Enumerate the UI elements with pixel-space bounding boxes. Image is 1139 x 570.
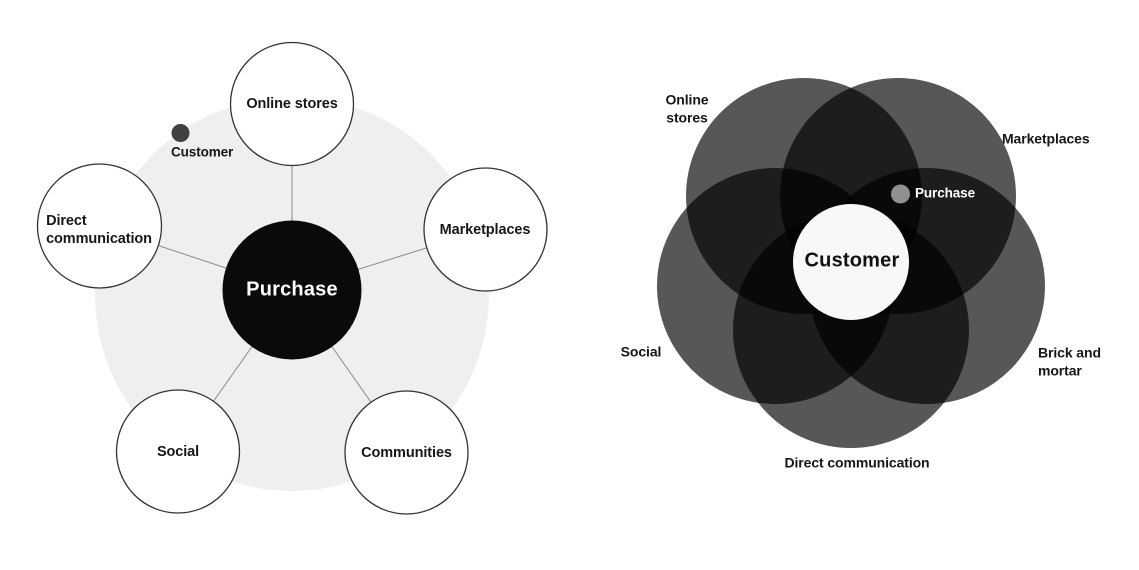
purchase-label: Purchase — [915, 186, 975, 203]
channel-label-direct-communication: Direct communication — [784, 454, 929, 472]
customer-label: Customer — [171, 145, 233, 162]
purchase-dot — [891, 184, 910, 204]
hub-circle — [222, 220, 362, 360]
node-circle-direct-communication — [36, 163, 163, 289]
customer-center-label: Customer — [805, 249, 900, 274]
node-label-communities: Communities — [361, 443, 452, 461]
label-line: Social — [620, 343, 662, 360]
label-line: Customer — [804, 249, 900, 272]
customer-circle — [793, 204, 909, 320]
label-line: Brick and — [1038, 344, 1101, 361]
label-line: stores — [666, 109, 708, 125]
node-circle-social — [115, 389, 241, 514]
omnichannel-diagram — [657, 78, 1045, 448]
node-label-social: Social — [157, 443, 199, 461]
multichannel-diagram — [36, 41, 548, 515]
customer-dot — [171, 124, 190, 142]
node-label-online-stores: Online stores — [246, 95, 337, 113]
label-line: Social — [156, 443, 200, 460]
node-circle-online-stores — [229, 41, 355, 167]
label-line: communication — [46, 231, 152, 247]
label-line: Direct communication — [784, 454, 930, 471]
channel-label-online-stores: Online stores — [666, 92, 709, 127]
label-line: Online — [665, 91, 709, 108]
label-line: Marketplaces — [439, 221, 531, 238]
label-line: Purchase — [915, 185, 975, 201]
label-line: Marketplaces — [1002, 130, 1090, 147]
label-line: mortar — [1038, 362, 1082, 378]
channel-label-social: Social — [621, 343, 662, 361]
label-line: Purchase — [246, 278, 338, 301]
channel-label-marketplaces: Marketplaces — [1002, 130, 1090, 148]
node-label-direct-communication: Direct communication — [46, 212, 152, 248]
label-line: Customer — [171, 144, 234, 160]
label-line: Communities — [361, 444, 452, 461]
label-line: Direct — [46, 212, 87, 229]
label-line: Online stores — [246, 95, 338, 112]
hub-label: Purchase — [246, 278, 338, 303]
node-circle-communities — [344, 390, 469, 515]
node-circle-marketplaces — [423, 167, 548, 292]
channel-label-brick-and-mortar: Brick and mortar — [1038, 345, 1101, 380]
node-label-marketplaces: Marketplaces — [440, 221, 531, 239]
